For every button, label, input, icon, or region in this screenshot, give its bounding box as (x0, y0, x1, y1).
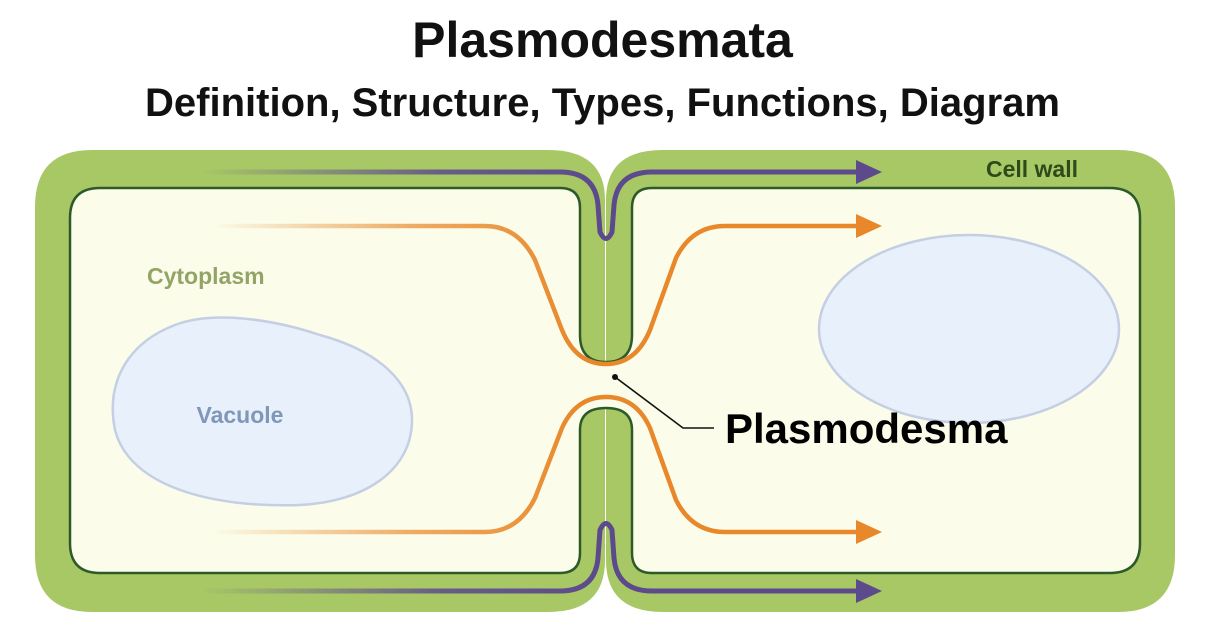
vacuole-label: Vacuole (197, 402, 284, 428)
orange-arrowhead-bottom (856, 520, 882, 544)
plasmodesma-pointer (612, 374, 714, 429)
purple-arrowhead-top (856, 160, 882, 184)
orange-arrowhead-top (856, 214, 882, 238)
purple-arrow-bottom (200, 521, 858, 594)
left-vacuole (111, 316, 414, 507)
cell-wall-label: Cell wall (986, 156, 1078, 182)
orange-arrow-bottom (210, 394, 858, 535)
pointer-line (614, 376, 714, 429)
plasmodesma-label: Plasmodesma (725, 405, 1008, 452)
page-title: Plasmodesmata (412, 12, 793, 68)
orange-arrows (210, 214, 882, 544)
cytoplasm-label: Cytoplasm (147, 263, 265, 289)
page-subtitle: Definition, Structure, Types, Functions,… (145, 81, 1060, 125)
purple-arrows (200, 160, 882, 603)
purple-arrowhead-bottom (856, 579, 882, 603)
purple-arrow-top (200, 169, 858, 241)
orange-arrow-top (210, 223, 858, 367)
right-vacuole (817, 233, 1121, 425)
